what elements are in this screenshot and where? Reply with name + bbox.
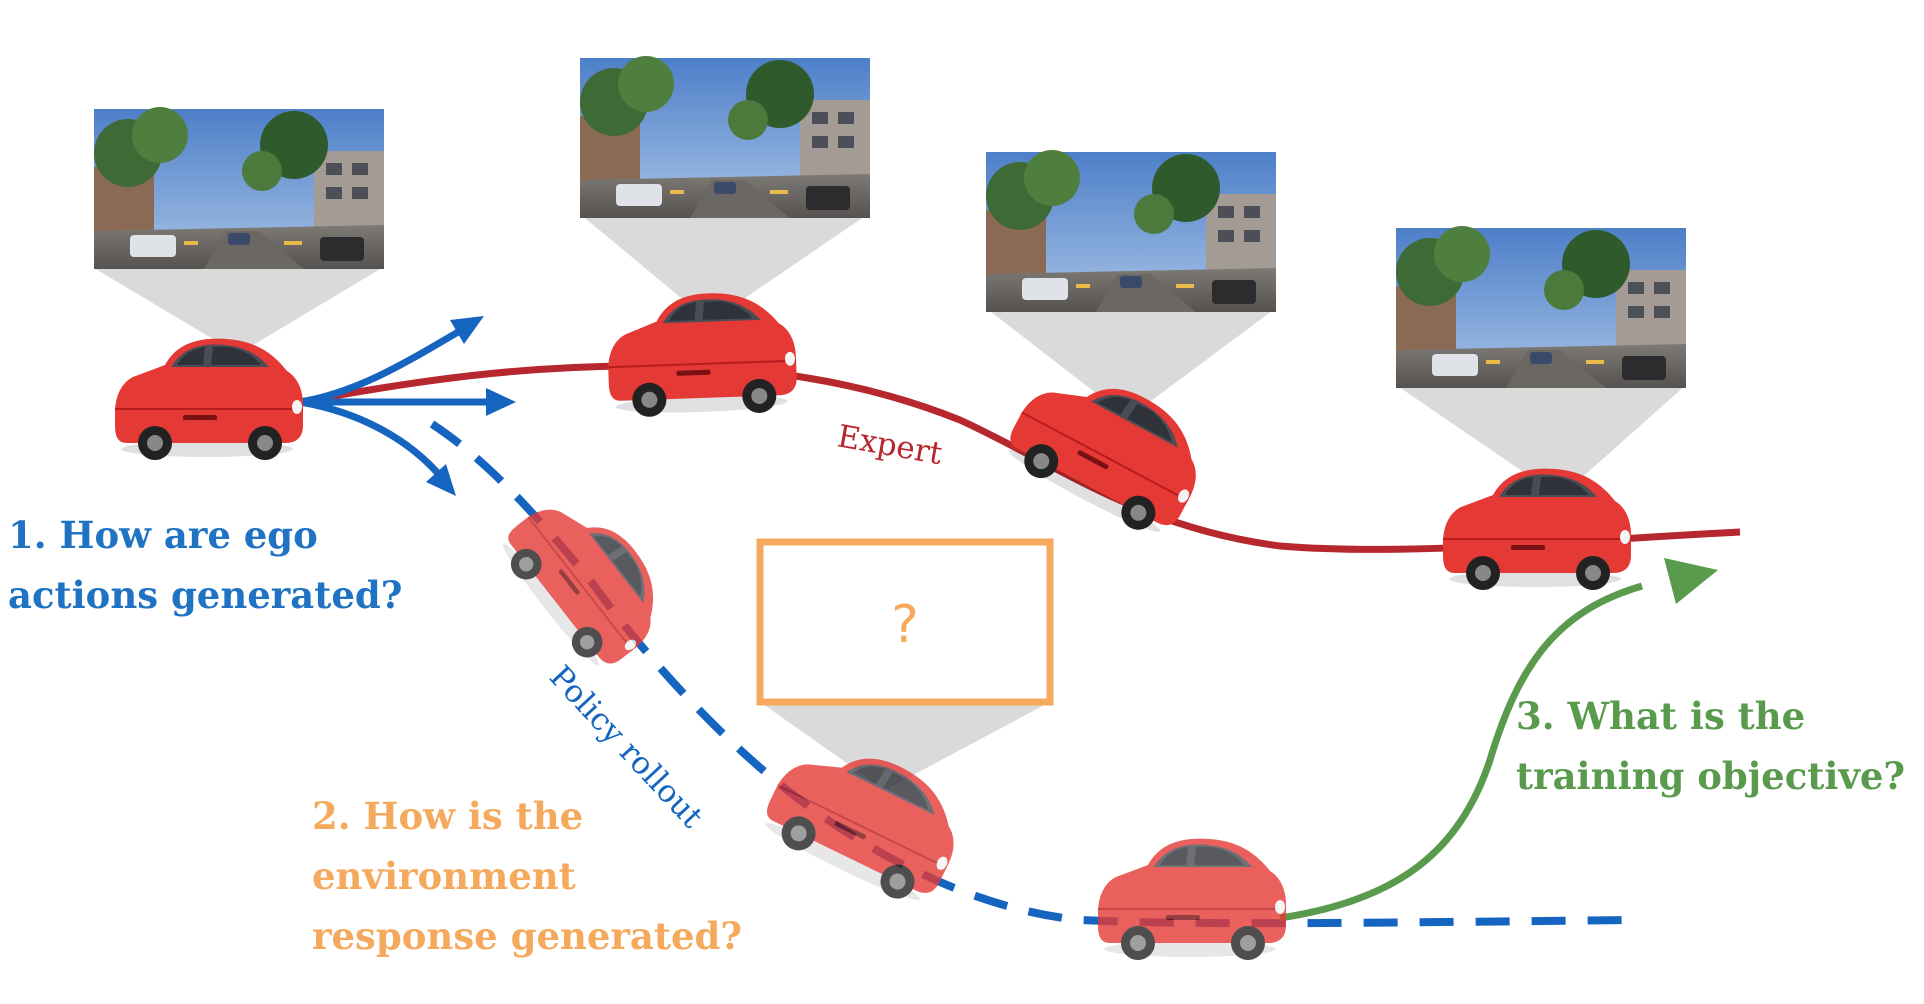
question-line: 2. How is the xyxy=(312,794,584,838)
view-cone-4 xyxy=(1396,385,1686,497)
question-training-objective: 3. What is the training objective? xyxy=(1516,686,1905,806)
expert-label: Expert xyxy=(835,418,946,472)
camera-view-thumbnail xyxy=(1396,226,1686,388)
question-line: actions generated? xyxy=(8,573,403,617)
view-cone-unknown xyxy=(760,702,1050,790)
question-line: 3. What is the xyxy=(1516,694,1806,738)
question-line: 1. How are ego xyxy=(8,513,318,557)
question-environment-response: 2. How is the environment response gener… xyxy=(312,786,742,966)
camera-view-thumbnail xyxy=(580,56,870,218)
question-mark-icon: ? xyxy=(891,595,919,655)
question-ego-actions: 1. How are ego actions generated? xyxy=(8,505,402,625)
car-icon xyxy=(491,477,684,680)
view-cone-3 xyxy=(986,308,1276,418)
unknown-view-box: ? xyxy=(756,538,1054,706)
arrowhead-icon xyxy=(426,316,516,496)
view-cone-1 xyxy=(94,268,382,354)
arrowhead-icon xyxy=(1664,558,1718,604)
ego-action-arrows xyxy=(296,321,504,482)
expert-path xyxy=(299,362,1741,553)
car-icon xyxy=(114,337,304,461)
question-line: training objective? xyxy=(1516,754,1906,798)
car-icon xyxy=(604,289,799,420)
question-line: response generated? xyxy=(312,914,743,958)
view-cone-2 xyxy=(580,214,868,322)
car-icon xyxy=(1097,837,1287,961)
question-line: environment xyxy=(312,854,576,898)
camera-view-thumbnail xyxy=(986,150,1276,312)
car-icon xyxy=(1442,467,1632,591)
camera-view-thumbnail xyxy=(94,107,384,269)
training-objective-arrow xyxy=(1279,582,1643,922)
